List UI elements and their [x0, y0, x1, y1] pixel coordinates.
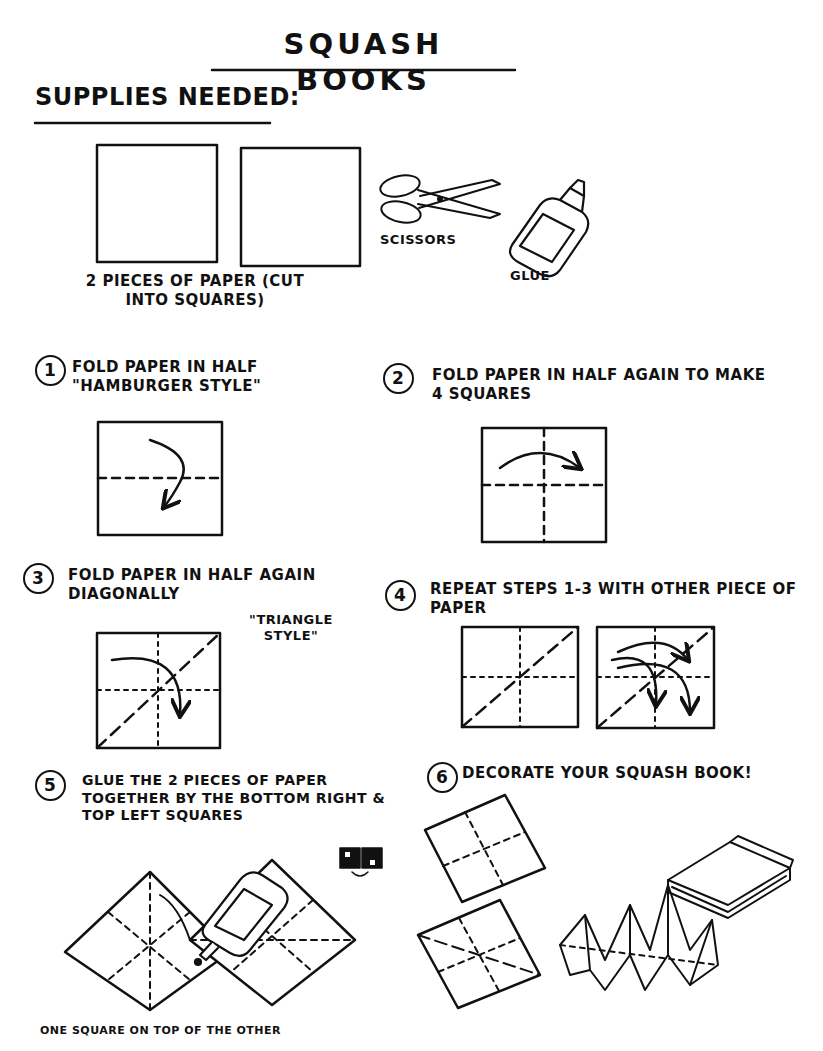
supply-label: SCISSORS — [380, 232, 490, 248]
paper-square — [597, 627, 714, 728]
drawing-stroke — [418, 935, 540, 975]
fold-line — [543, 428, 546, 542]
drawing-stroke — [108, 912, 190, 980]
glue-icon — [510, 180, 588, 276]
open-book — [560, 885, 718, 990]
drawing-stroke — [667, 885, 669, 955]
fold-arrow — [500, 453, 580, 468]
drawing-stroke — [672, 876, 786, 912]
drawing-stroke — [570, 180, 584, 196]
drawing-stroke — [215, 889, 272, 940]
step-number: 4 — [394, 587, 406, 604]
fold-arrow — [112, 658, 180, 715]
step-number: 1 — [44, 362, 56, 379]
paper-square — [482, 428, 606, 542]
step-number: 2 — [392, 370, 404, 387]
drawing-stroke — [190, 860, 355, 1005]
glue-position-icon — [340, 848, 382, 876]
step-number-circle: 4 — [385, 580, 416, 611]
step-text: FOLD PAPER IN HALF AGAIN DIAGONALLY — [68, 566, 343, 604]
step-text: FOLD PAPER IN HALF "HAMBURGER STYLE" — [72, 358, 342, 396]
fold-line — [462, 627, 578, 727]
supply-label: GLUE — [510, 268, 590, 284]
drawing-stroke — [370, 860, 375, 865]
drawing-stroke — [379, 198, 422, 226]
step-text: REPEAT STEPS 1-3 WITH OTHER PIECE OF PAP… — [430, 580, 800, 618]
step-number-circle: 1 — [35, 355, 66, 386]
fold-arrow — [618, 664, 690, 712]
step-number: 5 — [44, 777, 56, 794]
drawing-stroke — [520, 214, 574, 262]
paper-square — [97, 145, 217, 262]
step-number-circle: 2 — [383, 363, 414, 394]
drawing-stroke — [340, 848, 360, 868]
fold-line — [97, 633, 220, 748]
fold-arrow — [150, 440, 184, 507]
step-text: GLUE THE 2 PIECES OF PAPER TOGETHER BY T… — [82, 772, 392, 825]
drawing-stroke — [730, 836, 793, 868]
drawing-stroke — [438, 197, 442, 201]
step-note: "TRIANGLE STYLE" — [226, 612, 356, 645]
paper-square — [241, 148, 360, 266]
drawing-stroke — [195, 959, 201, 965]
paper-square — [462, 627, 578, 727]
caption-note: ONE SQUARE ON TOP OF THE OTHER — [40, 1024, 400, 1038]
drawing-stroke — [362, 848, 382, 868]
step-number-circle: 3 — [23, 563, 54, 594]
scissors-icon — [378, 172, 500, 226]
drawing-stroke — [443, 832, 525, 866]
paper-square — [98, 422, 222, 535]
drawing-stroke — [345, 852, 350, 857]
paper-square — [97, 633, 220, 748]
drawing-stroke — [690, 920, 712, 985]
glue-icon — [195, 872, 288, 965]
drawing-stroke — [510, 198, 588, 276]
drawing-stroke — [585, 915, 590, 970]
drawing-stroke — [629, 905, 631, 955]
drawing-stroke — [352, 872, 368, 876]
step-number: 6 — [436, 769, 448, 786]
drawing-stroke — [560, 188, 584, 212]
heading-underline — [35, 122, 270, 125]
step-text: DECORATE YOUR SQUASH BOOK! — [462, 764, 802, 783]
step-number-circle: 5 — [35, 770, 66, 801]
drawing-stroke — [378, 172, 421, 200]
drawing-stroke — [203, 872, 288, 955]
closed-book — [668, 836, 793, 918]
drawing-stroke — [200, 942, 218, 960]
drawing-stroke — [560, 945, 718, 965]
drawing-stroke — [419, 180, 500, 208]
fold-line — [597, 627, 714, 728]
fold-line — [98, 477, 222, 480]
drawing-stroke — [108, 912, 190, 980]
joined-squares — [418, 795, 545, 1008]
supply-label: 2 PIECES OF PAPER (CUT INTO SQUARES) — [70, 272, 320, 310]
drawing-stroke — [149, 872, 151, 1010]
step-number-circle: 6 — [427, 762, 458, 793]
lifted-flap — [160, 895, 190, 940]
drawing-stroke — [425, 795, 545, 902]
drawing-stroke — [668, 868, 790, 918]
drawing-stroke — [35, 70, 793, 1010]
drawing-stroke — [418, 900, 540, 1008]
section-heading: SUPPLIES NEEDED: — [35, 82, 355, 112]
step-number: 3 — [32, 570, 44, 587]
drawing-stroke — [560, 885, 718, 990]
paper-diamond — [190, 860, 355, 1005]
step-text: FOLD PAPER IN HALF AGAIN TO MAKE 4 SQUAR… — [432, 366, 782, 404]
